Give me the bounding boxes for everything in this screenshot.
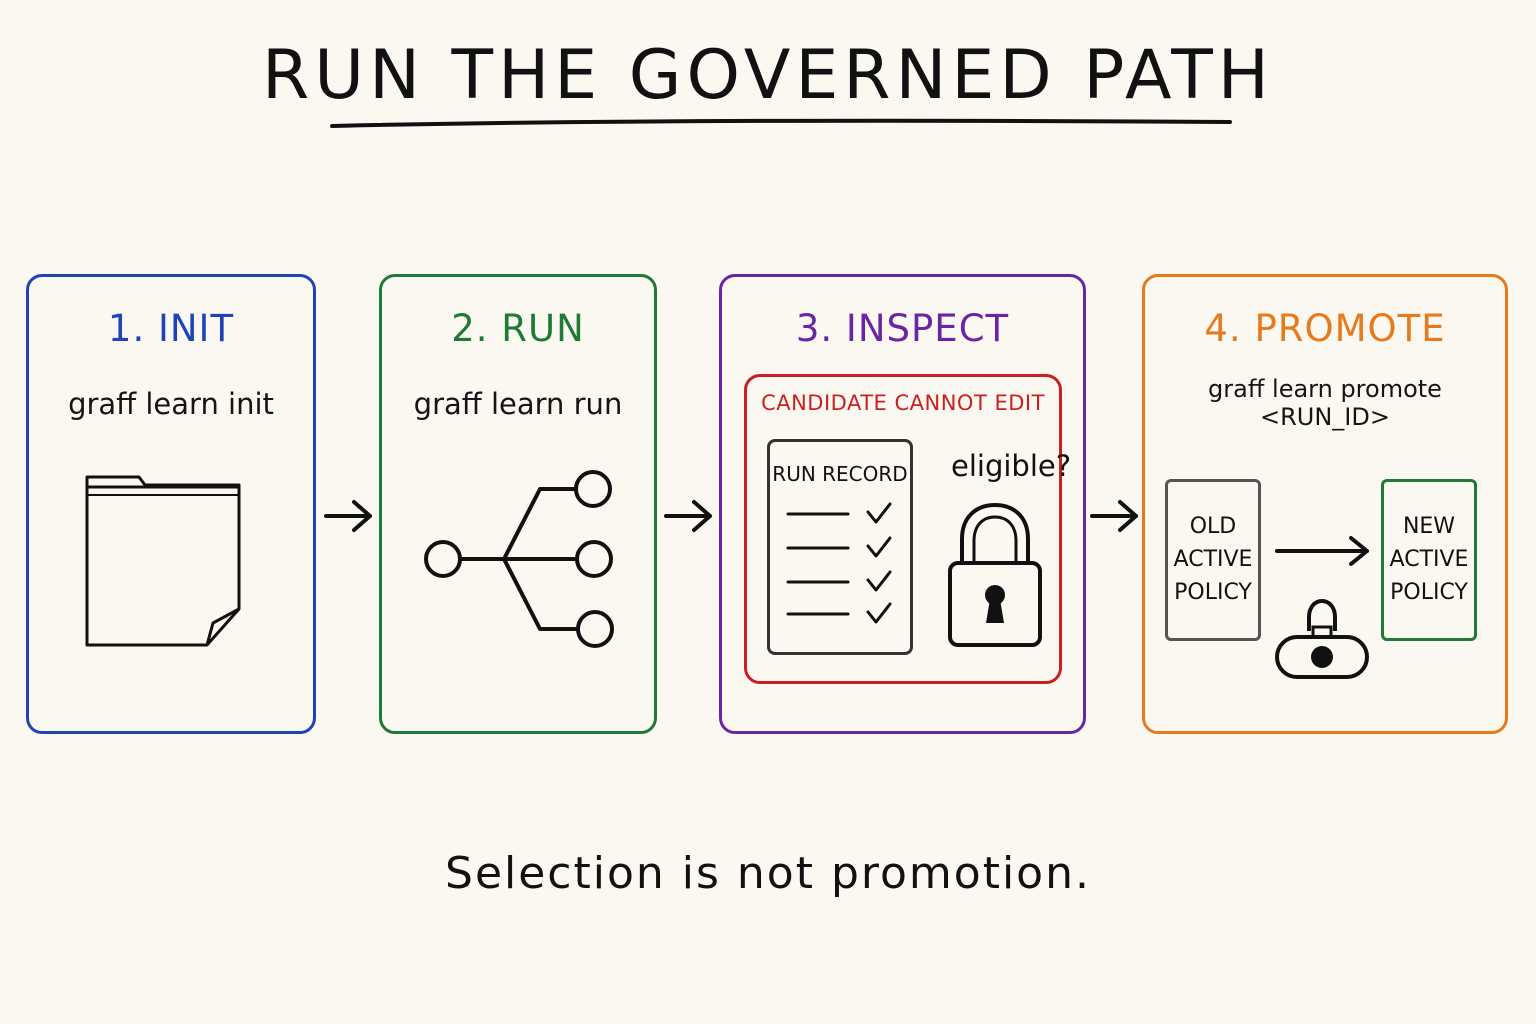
small-lock-icon: [1275, 598, 1369, 679]
step-card-inspect: 3. INSPECT CANDIDATE CANNOT EDIT RUN REC…: [719, 274, 1086, 734]
old-policy-line: POLICY: [1174, 580, 1252, 605]
new-active-policy-box: NEW ACTIVE POLICY: [1381, 479, 1477, 641]
folder-icon: [85, 475, 241, 647]
title-underline: [330, 118, 1232, 128]
promote-arrow-icon: [1275, 536, 1369, 566]
branch-icon: [424, 470, 614, 648]
step-title-promote: 4. PROMOTE: [1204, 307, 1446, 350]
run-record-card: RUN RECORD: [767, 439, 913, 655]
arrow-right-icon: [664, 500, 712, 532]
step-card-init: 1. INIT graff learn init: [26, 274, 316, 734]
step-title-inspect: 3. INSPECT: [795, 307, 1010, 350]
footer-note: Selection is not promotion.: [445, 848, 1091, 899]
step-command-promote: graff learn promote <RUN_ID>: [1208, 375, 1442, 431]
run-record-title: RUN RECORD: [772, 462, 908, 486]
old-active-policy-box: OLD ACTIVE POLICY: [1165, 479, 1261, 641]
new-policy-line: POLICY: [1390, 580, 1468, 605]
checklist-icon: [786, 502, 892, 624]
page-title: RUN THE GOVERNED PATH: [262, 36, 1274, 115]
step-title-init: 1. INIT: [107, 307, 235, 350]
new-policy-line: NEW: [1402, 514, 1456, 539]
step-title-run: 2. RUN: [451, 307, 585, 350]
new-policy-line: ACTIVE: [1389, 547, 1469, 572]
step-command-run: graff learn run: [413, 387, 623, 421]
candidate-cannot-edit-panel: CANDIDATE CANNOT EDIT RUN RECORD eligibl…: [744, 374, 1071, 684]
step-card-promote: 4. PROMOTE graff learn promote <RUN_ID> …: [1142, 274, 1508, 734]
step-card-run: 2. RUN graff learn run: [379, 274, 657, 734]
step-command-init: graff learn init: [68, 387, 274, 421]
arrow-right-icon: [1090, 500, 1138, 532]
candidate-cannot-edit-label: CANDIDATE CANNOT EDIT: [761, 391, 1045, 415]
old-policy-line: OLD: [1189, 514, 1237, 539]
padlock-icon: [948, 502, 1042, 647]
eligible-question-label: eligible?: [951, 449, 1072, 483]
old-policy-line: ACTIVE: [1173, 547, 1253, 572]
arrow-right-icon: [324, 500, 372, 532]
